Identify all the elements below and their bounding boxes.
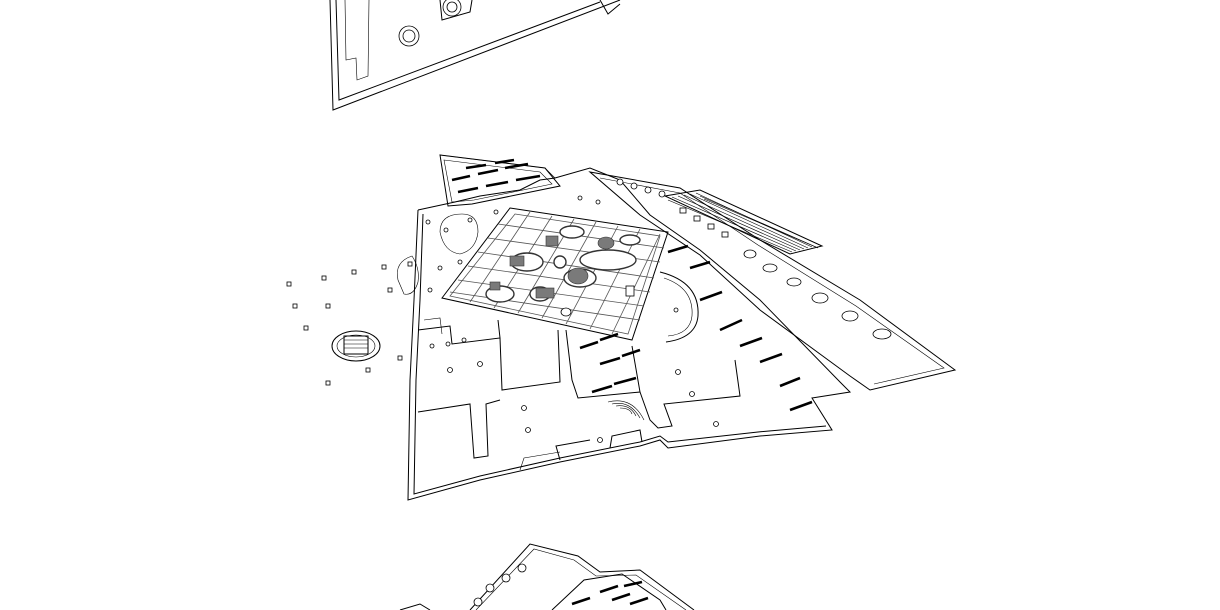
- plaza-bollards: [286, 261, 413, 386]
- diamond-rooms: [485, 225, 641, 317]
- interior-hatch: [579, 244, 813, 412]
- main-slab-columns: [425, 195, 719, 443]
- lower-level-plan: [399, 543, 695, 610]
- round-pavilion: [331, 330, 381, 362]
- wedge-hatch: [451, 158, 541, 194]
- main-level-plan: [286, 154, 957, 501]
- tribune-steps: [667, 192, 819, 253]
- left-interior-walls: [417, 317, 741, 471]
- upper-level-plan: [329, 0, 621, 111]
- lower-stair: [607, 400, 645, 421]
- diamond-grid: [449, 211, 665, 335]
- right-wing-columns: [616, 178, 892, 340]
